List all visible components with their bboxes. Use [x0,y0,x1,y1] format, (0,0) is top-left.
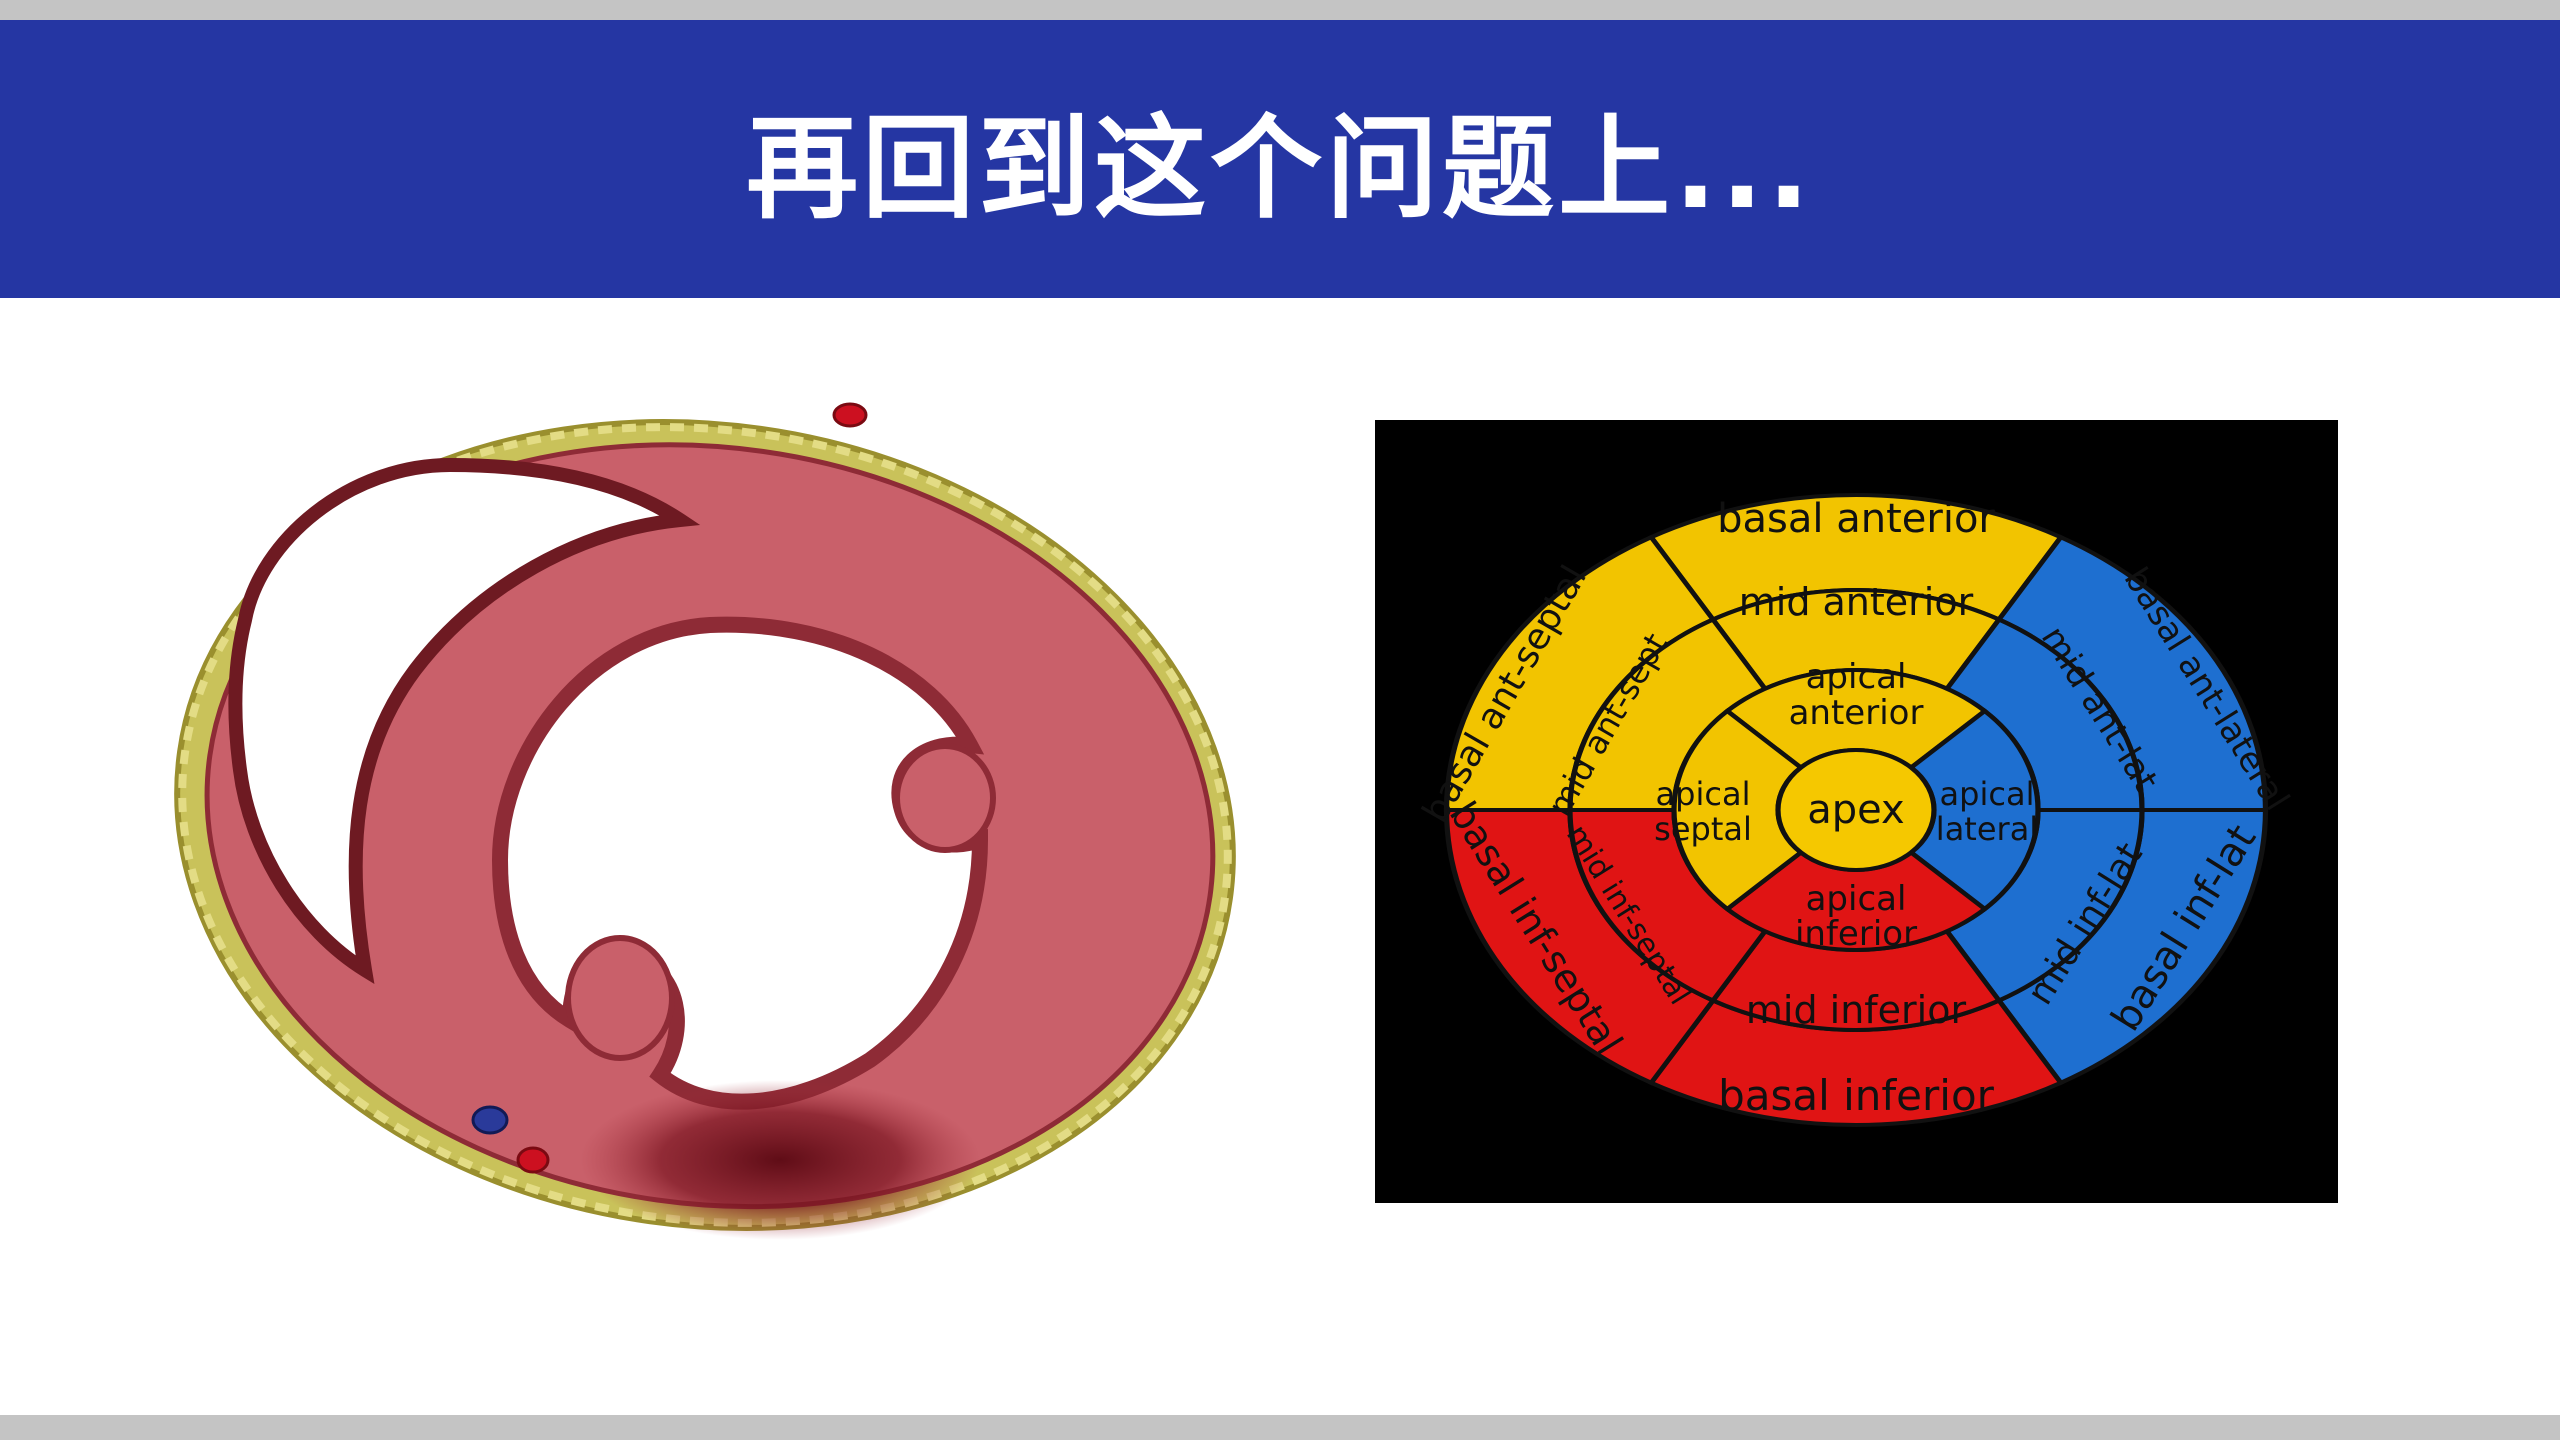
slide-title: 再回到这个问题上... [746,104,1814,234]
label-apical-septal-2: septal [1654,810,1752,848]
right-ventricle-cavity [228,457,701,985]
heart-cross-section-illustration [174,402,1236,1240]
label-apical-anterior-1: apical [1806,657,1907,697]
label-apical-lateral-1: apical [1940,775,2035,813]
papillary-muscle [894,743,996,853]
label-apical-septal-1: apical [1656,775,1751,813]
infarct-region [580,1080,980,1240]
top-strip [0,0,2560,20]
label-mid-anterior: mid anterior [1739,580,1974,624]
coronary-vessels [471,402,868,1174]
bullseye-diagram: basal anterior mid anterior apical anter… [1415,492,2297,1128]
label-apical-anterior-2: anterior [1789,693,1924,733]
label-apical-inferior-1: apical [1806,879,1907,919]
label-apical-lateral-2: lateral [1936,810,2038,848]
segment-apex [1775,748,1937,872]
label-basal-inferior: basal inferior [1718,1071,1995,1120]
label-basal-anterior: basal anterior [1717,496,1995,542]
label-apical-inferior-2: inferior [1795,914,1917,954]
left-ventricle-cavity [491,616,989,1110]
bullseye-diagram-panel: basal anterior mid anterior apical anter… [1375,420,2338,1203]
title-bar: 再回到这个问题上... [0,20,2560,298]
label-apex: apex [1807,787,1904,833]
papillary-muscle [565,935,675,1061]
label-mid-inferior: mid inferior [1746,988,1967,1032]
bottom-strip [0,1415,2560,1440]
